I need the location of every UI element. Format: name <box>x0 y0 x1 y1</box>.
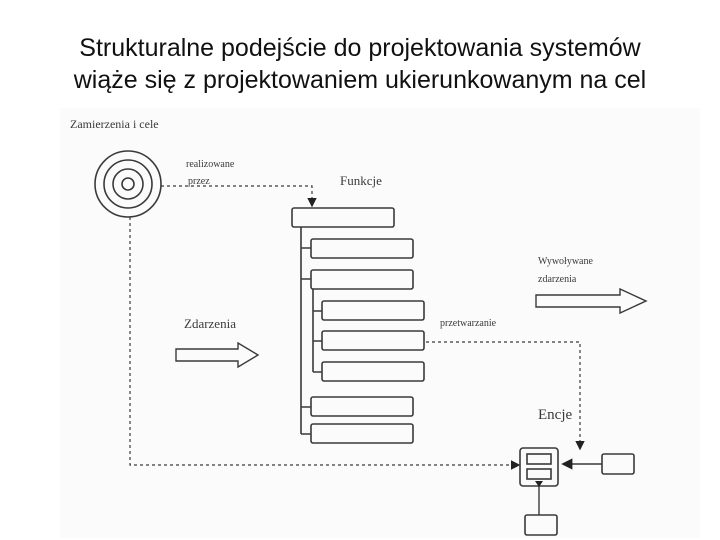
function-hierarchy <box>291 207 425 444</box>
function-subbox-1 <box>321 300 425 321</box>
goals-label: Zamierzenia i cele <box>70 117 159 131</box>
function-box-4 <box>310 423 414 444</box>
entity-child-box <box>524 514 558 536</box>
entity-main-row-1 <box>526 453 552 465</box>
entity-side-box <box>601 453 635 475</box>
function-subbox-3 <box>321 361 425 382</box>
slide-title: Strukturalne podejście do projektowania … <box>0 32 720 96</box>
function-box-1 <box>310 238 414 259</box>
processing-label: przetwarzanie <box>440 318 497 329</box>
entity-main-row-2 <box>526 468 552 480</box>
function-root-box <box>291 207 395 228</box>
title-line-1: Strukturalne podejście do projektowania … <box>79 34 641 62</box>
title-line-2: wiąże się z projektowaniem ukierunkowany… <box>73 66 647 94</box>
events-label: Zdarzenia <box>184 316 236 331</box>
processing-connector <box>426 341 585 451</box>
function-box-2 <box>310 269 414 290</box>
entity-group <box>519 447 635 536</box>
by-label: przez <box>188 176 210 187</box>
triggered-events-label-line-2: zdarzenia <box>538 274 577 285</box>
events-arrow <box>175 341 260 369</box>
goals-to-entities-connector <box>129 217 521 470</box>
realized-label: realizowane <box>186 159 235 170</box>
functions-label: Funkcje <box>340 173 382 188</box>
diagram-drawing <box>94 150 648 536</box>
triggered-events-arrow <box>535 287 648 315</box>
triggered-events-label-line-1: Wywoływane <box>538 256 593 267</box>
goal-oriented-design-diagram: Zamierzenia i cele realizowane przez Fun… <box>60 108 700 538</box>
entities-label: Encje <box>538 407 573 423</box>
goals-to-functions-connector <box>161 185 317 208</box>
function-subbox-2 <box>321 330 425 351</box>
function-box-3 <box>310 396 414 417</box>
function-subtree-line <box>312 289 322 373</box>
entity-link-marker <box>535 481 543 487</box>
goals-target-icon <box>94 150 162 218</box>
function-tree-trunk <box>300 227 311 435</box>
